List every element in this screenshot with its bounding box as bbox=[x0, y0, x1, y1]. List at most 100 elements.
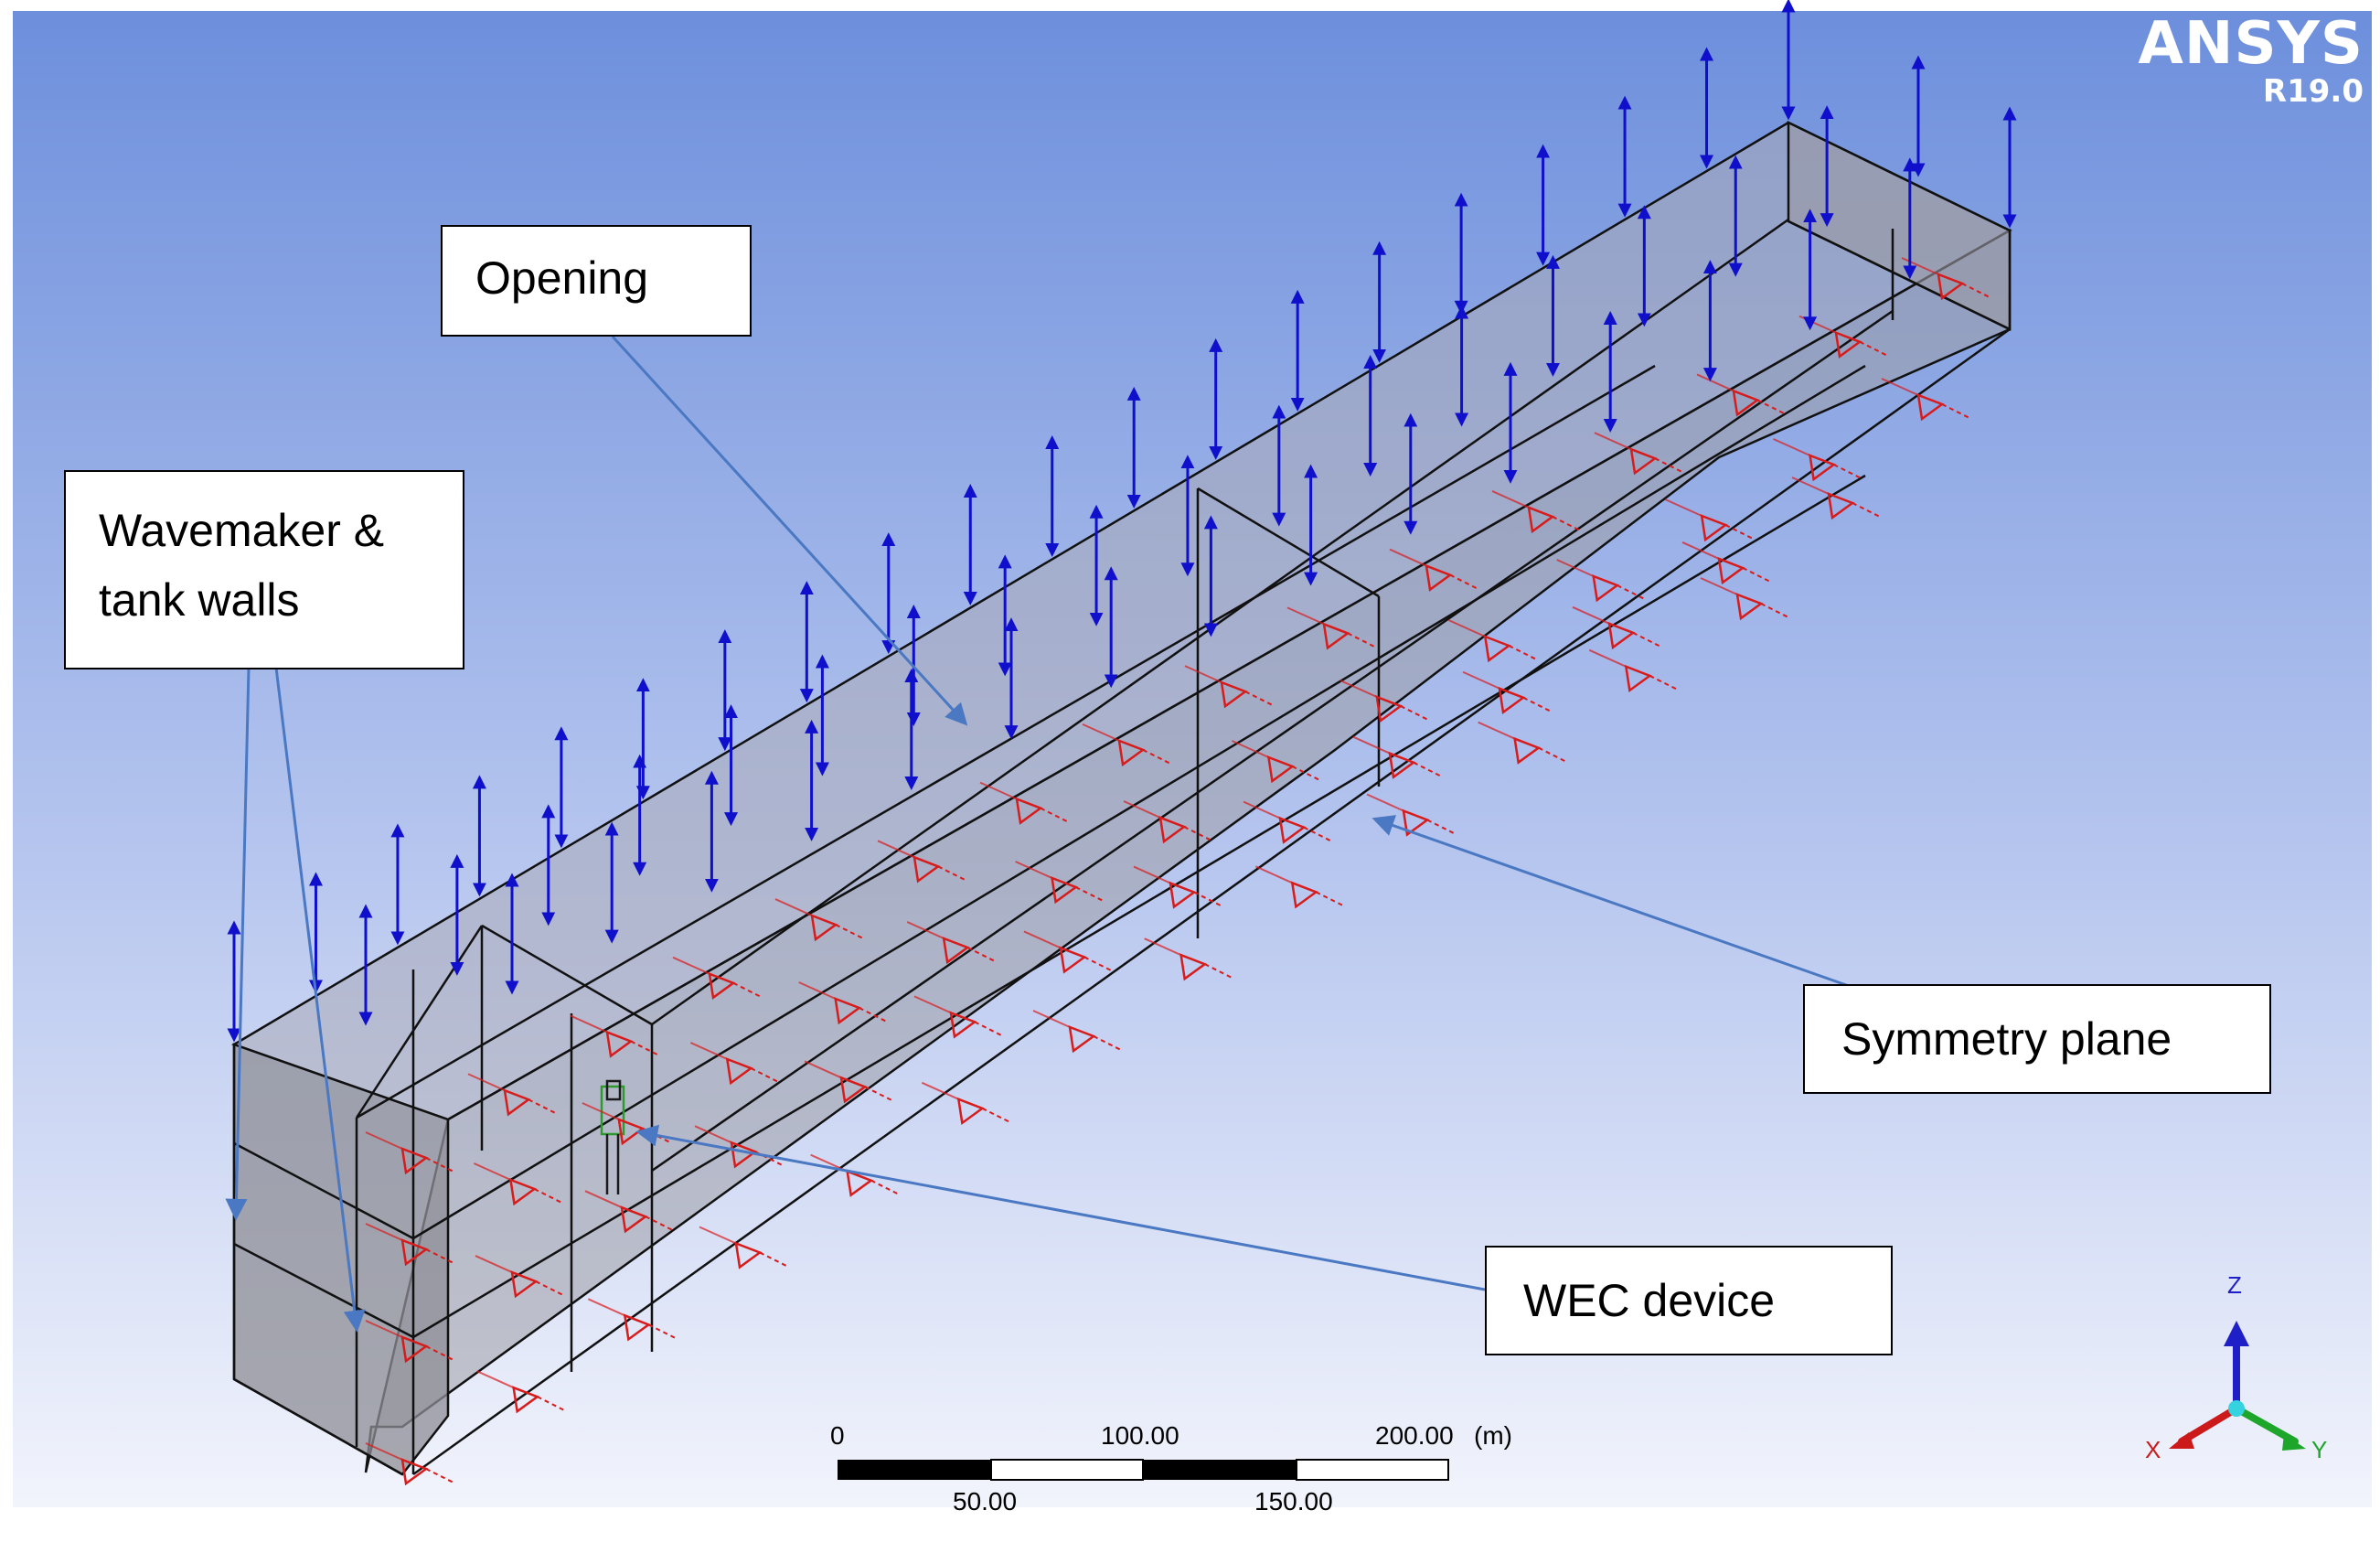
symmetry-label: Symmetry plane bbox=[1841, 1013, 2172, 1065]
wec-label: WEC device bbox=[1523, 1275, 1776, 1326]
symmetry-marker-icon bbox=[475, 1255, 566, 1299]
z-axis-head bbox=[2224, 1321, 2249, 1346]
wavemaker-leader bbox=[225, 667, 251, 1221]
symmetry-marker-icon bbox=[1462, 670, 1553, 714]
symmetry-marker-icon bbox=[804, 1060, 895, 1104]
symmetry-marker-icon bbox=[1594, 432, 1685, 476]
symmetry-marker-icon bbox=[774, 898, 866, 942]
opening-label: Opening bbox=[475, 252, 649, 304]
symmetry-marker-icon bbox=[1133, 865, 1224, 909]
tank-geometry[interactable] bbox=[231, 120, 2012, 1476]
logo-version: R19.0 bbox=[2262, 73, 2364, 110]
symmetry-marker-icon bbox=[1556, 559, 1648, 603]
symmetry-marker-icon bbox=[1681, 541, 1773, 585]
symmetry-marker-icon bbox=[906, 921, 998, 965]
symmetry-marker-icon bbox=[1243, 800, 1334, 844]
wavemaker-callout: Wavemaker & tank walls bbox=[64, 470, 464, 669]
symmetry-marker-icon bbox=[1881, 378, 1972, 422]
opening-callout: Opening bbox=[441, 225, 752, 337]
symmetry-marker-icon bbox=[365, 1442, 456, 1486]
symmetry-marker-icon bbox=[694, 1125, 785, 1169]
opening-leader bbox=[611, 335, 968, 726]
symmetry-marker-icon bbox=[798, 981, 890, 1025]
wec-leader bbox=[635, 1124, 1486, 1291]
scale-label-0: 0 bbox=[830, 1421, 845, 1450]
symmetry-marker-icon bbox=[1352, 735, 1444, 779]
symmetry-marker-icon bbox=[1366, 793, 1457, 837]
scale-segment-white bbox=[990, 1459, 1144, 1481]
x-axis-icon bbox=[2178, 1405, 2240, 1445]
triad-z-label: Z bbox=[2227, 1271, 2242, 1299]
opening-load-arrows bbox=[227, 0, 2017, 1043]
symmetry-marker-icon bbox=[1447, 619, 1539, 663]
tank-edge bbox=[1788, 220, 2011, 331]
wavemaker-leader bbox=[274, 667, 366, 1333]
tank-edge bbox=[412, 364, 1866, 1240]
y-axis-head bbox=[2282, 1434, 2306, 1451]
symmetry-marker-icon bbox=[672, 956, 763, 1001]
symmetry-marker-icon bbox=[584, 1190, 676, 1234]
wec-float-outline bbox=[605, 1079, 622, 1101]
symmetry-marker-icon bbox=[365, 1223, 456, 1267]
symmetry-marker-icon bbox=[1478, 721, 1569, 765]
symmetry-marker-icon bbox=[1588, 648, 1680, 693]
callout-leaders bbox=[225, 335, 1850, 1333]
symmetry-marker-icon bbox=[921, 1081, 1012, 1126]
wavemaker-label-line1: Wavemaker & bbox=[99, 505, 385, 556]
scale-segment-black bbox=[838, 1460, 991, 1480]
wec-callout: WEC device bbox=[1485, 1246, 1893, 1355]
symmetry-marker-icon bbox=[1032, 1010, 1124, 1054]
symmetry-marker-icon bbox=[689, 1042, 781, 1086]
symmetry-marker-icon bbox=[699, 1226, 790, 1269]
scale-bar bbox=[838, 1459, 1449, 1481]
symmetry-marker-icon bbox=[1232, 740, 1322, 784]
symmetry-marker-icon bbox=[476, 1370, 568, 1414]
tank-edge bbox=[651, 218, 1789, 1026]
x-axis-head bbox=[2169, 1432, 2194, 1449]
triad-y-label: Y bbox=[2311, 1436, 2328, 1463]
symmetry-marker-icon bbox=[1023, 930, 1115, 974]
symmetry-marker-icon bbox=[979, 781, 1071, 825]
tank-edge bbox=[412, 474, 1866, 1339]
triad-x-label: X bbox=[2145, 1436, 2161, 1463]
tank-edge bbox=[1197, 487, 1380, 598]
symmetry-marker-icon bbox=[1123, 800, 1214, 844]
triad-origin bbox=[2228, 1400, 2245, 1417]
scale-label-150: 150.00 bbox=[1254, 1487, 1333, 1516]
symmetry-marker-icon bbox=[1773, 438, 1864, 482]
symmetry-marker-icon bbox=[474, 1162, 564, 1206]
symmetry-marker-icon bbox=[913, 995, 1005, 1039]
tank-edge bbox=[356, 364, 1656, 1119]
tank-edge bbox=[233, 1141, 414, 1240]
scale-segment-black bbox=[1143, 1460, 1297, 1480]
symmetry-markers bbox=[365, 257, 1992, 1486]
scale-label-50: 50.00 bbox=[953, 1487, 1018, 1516]
symmetry-marker-icon bbox=[1664, 498, 1756, 542]
wec-float bbox=[600, 1085, 625, 1136]
symmetry-marker-icon bbox=[582, 1102, 673, 1146]
symmetry-marker-icon bbox=[1491, 490, 1583, 534]
symmetry-marker-icon bbox=[877, 840, 968, 884]
scale-segment-white bbox=[1296, 1459, 1449, 1481]
symmetry-marker-icon bbox=[570, 1014, 661, 1058]
symmetry-marker-icon bbox=[1286, 606, 1378, 650]
tank-edge bbox=[651, 309, 1894, 1173]
symmetry-marker-icon bbox=[1015, 861, 1106, 905]
symmetry-marker-icon bbox=[587, 1298, 678, 1342]
symmetry-marker-icon bbox=[1339, 680, 1431, 723]
axis-triad[interactable] bbox=[2169, 1321, 2306, 1451]
symmetry-marker-icon bbox=[1572, 605, 1663, 650]
symmetry-marker-icon bbox=[467, 1073, 559, 1117]
symmetry-marker-icon bbox=[1144, 937, 1235, 981]
symmetry-marker-icon bbox=[1184, 665, 1275, 709]
symmetry-marker-icon bbox=[365, 1320, 456, 1364]
logo-brand: ANSYS bbox=[2138, 10, 2364, 78]
symmetry-marker-icon bbox=[1791, 477, 1883, 520]
wec-device[interactable] bbox=[600, 1079, 625, 1194]
symmetry-marker-icon bbox=[1082, 723, 1173, 767]
symmetry-callout: Symmetry plane bbox=[1803, 984, 2271, 1094]
symmetry-leader bbox=[1371, 815, 1850, 988]
symmetry-marker-icon bbox=[1389, 548, 1480, 592]
